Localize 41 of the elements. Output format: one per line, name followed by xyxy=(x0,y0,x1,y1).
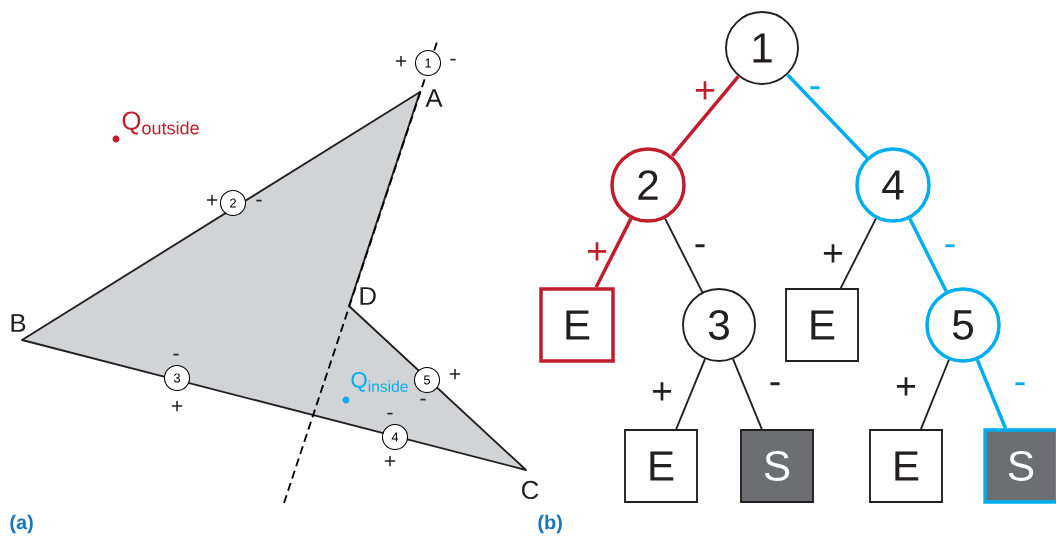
circle-node: 5 xyxy=(925,287,1001,363)
square-node: E xyxy=(539,287,615,363)
sign-label: - xyxy=(420,398,426,401)
square-node: E xyxy=(624,429,698,503)
panel-label: (a) xyxy=(10,514,33,534)
tree-branch xyxy=(594,217,633,289)
vertex-label: D xyxy=(360,287,376,305)
vertex-label: B xyxy=(11,314,26,332)
tree-branch xyxy=(908,217,948,292)
square-node: E xyxy=(869,429,943,503)
circle-node: 3 xyxy=(682,288,756,362)
tree-branch xyxy=(675,358,706,430)
tree-branch xyxy=(732,358,763,430)
tree-branch xyxy=(920,359,950,430)
edge-label: + xyxy=(896,377,916,396)
tree-branch xyxy=(975,359,1008,429)
edge-label: - xyxy=(770,382,780,386)
sign-label: - xyxy=(387,412,393,415)
edge-label: - xyxy=(695,244,705,248)
circle-node: 4 xyxy=(855,147,931,223)
square-node: E xyxy=(785,288,859,362)
tree-branch xyxy=(670,75,740,158)
edge-label: - xyxy=(810,86,820,90)
edge-label: + xyxy=(652,382,672,401)
point-label: Q$_{inside}$ xyxy=(351,372,408,392)
vertex-label: C xyxy=(522,480,539,500)
square-node: S xyxy=(983,428,1056,504)
edge-label: + xyxy=(587,242,607,261)
edge-label: - xyxy=(1015,382,1025,386)
circle-node: 2 xyxy=(610,147,686,223)
edge-label: + xyxy=(695,81,715,100)
sign-label: + xyxy=(449,368,461,380)
circle-node: 1 xyxy=(725,11,799,85)
edge-label: - xyxy=(945,244,955,248)
tree-branch xyxy=(839,217,877,289)
tree-branch xyxy=(664,217,704,293)
panel-label: (b) xyxy=(538,514,562,534)
square-node: S xyxy=(740,429,814,503)
point-label: Q$_{outside}$ xyxy=(122,111,199,135)
edge-label: + xyxy=(823,244,843,263)
tree-branch xyxy=(786,73,869,159)
